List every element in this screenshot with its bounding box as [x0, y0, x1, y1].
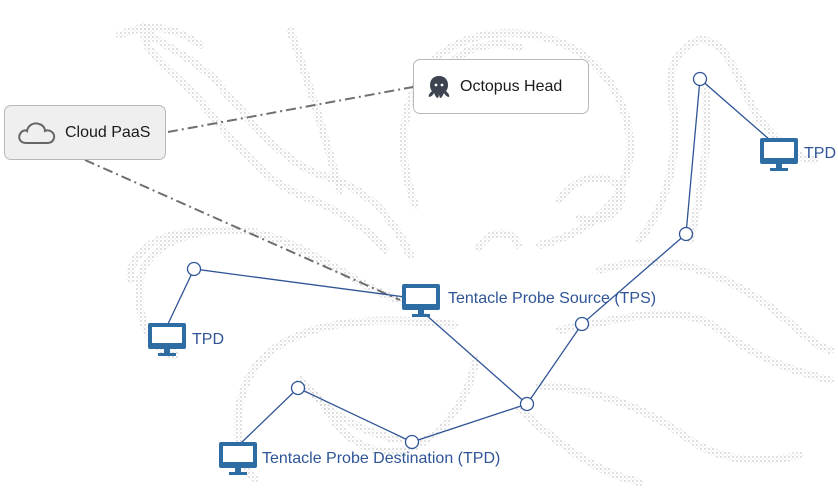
hop-node[interactable] — [519, 396, 535, 412]
monitor-icon[interactable] — [760, 138, 798, 171]
hop-node[interactable] — [692, 71, 708, 87]
tpd-right-label: TPD — [804, 145, 836, 162]
cloud-paas-callout[interactable]: Cloud PaaS — [4, 105, 166, 160]
hop-node[interactable] — [574, 316, 590, 332]
tentacle-bottom — [294, 356, 479, 456]
octopus-head-callout[interactable]: Octopus Head — [413, 59, 589, 114]
octopus-icon — [426, 74, 452, 100]
monitor-icon[interactable] — [402, 284, 440, 317]
octopus-head-detail — [451, 40, 524, 64]
hop-node[interactable] — [404, 434, 420, 450]
tentacle-upper-right — [636, 36, 819, 244]
hop-node[interactable] — [678, 226, 694, 242]
octopus-eye-right — [556, 173, 626, 225]
hop-node[interactable] — [290, 380, 306, 396]
octopus-head-outline — [399, 28, 634, 249]
octopus-head-label: Octopus Head — [460, 77, 563, 95]
cloud-paas-label: Cloud PaaS — [65, 123, 151, 141]
tentacle-lower-right — [556, 310, 834, 384]
hop-node[interactable] — [186, 261, 202, 277]
octopus-eye-left — [474, 229, 522, 252]
dashed-link-cloud-tps — [84, 159, 401, 301]
dashed-link-cloud-head — [167, 86, 414, 133]
link-router-to-main-tpd — [239, 387, 528, 445]
cloud-icon — [17, 120, 57, 146]
monitor-icon[interactable] — [219, 442, 257, 475]
tpd-left-label: TPD — [192, 331, 224, 348]
link-router-to-right-tpd — [526, 77, 771, 405]
link-tps-to-left-tpd — [166, 268, 406, 327]
tps-label: Tentacle Probe Source (TPS) — [448, 290, 657, 307]
tpd-main-label: Tentacle Probe Destination (TPD) — [262, 450, 501, 467]
link-tps-to-router — [424, 313, 528, 405]
monitor-icon[interactable] — [148, 323, 186, 356]
